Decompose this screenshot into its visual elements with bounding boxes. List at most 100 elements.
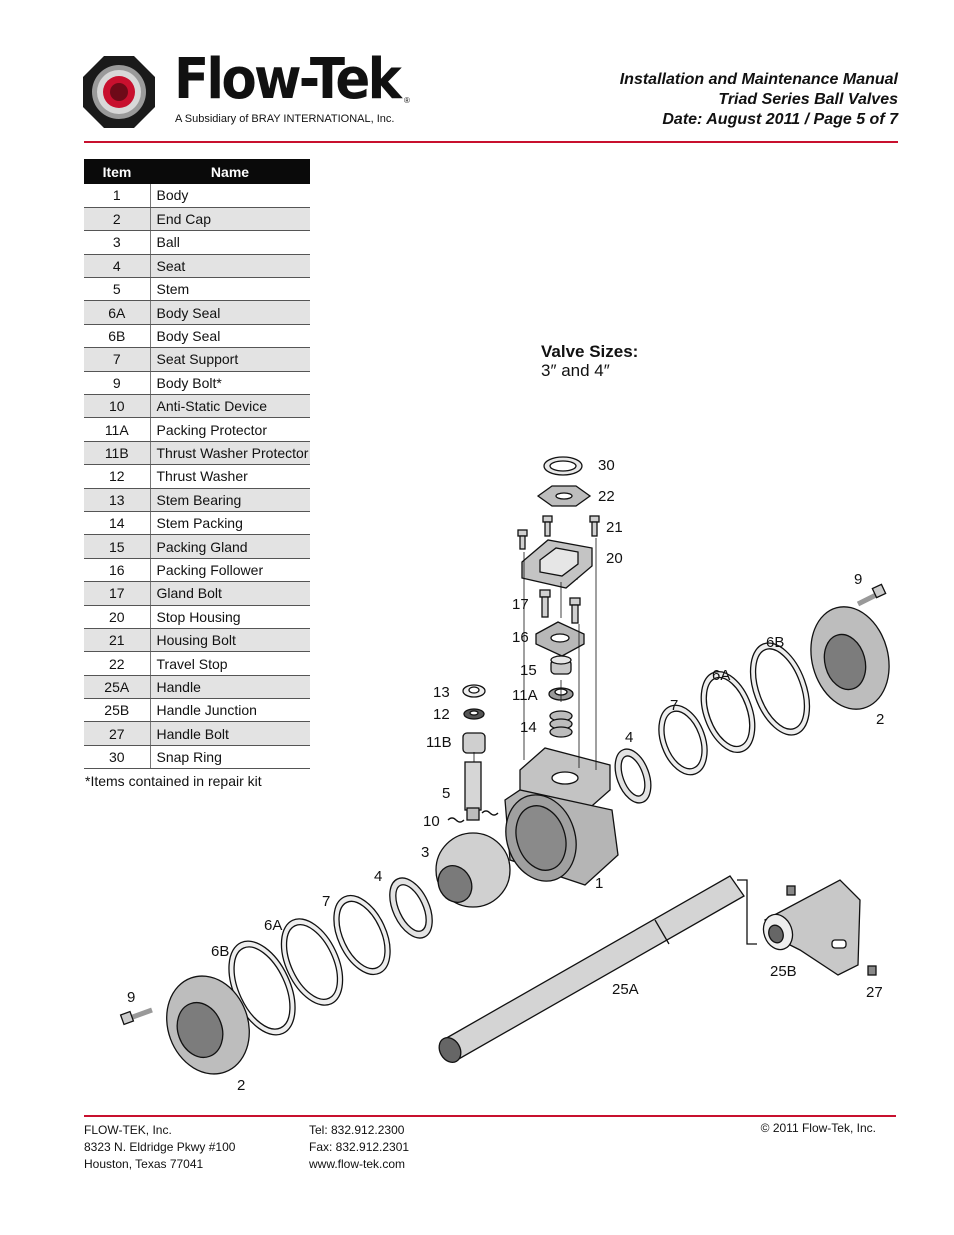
footer-web-link[interactable]: www.flow-tek.com xyxy=(309,1157,406,1171)
item-number-cell: 27 xyxy=(84,721,151,746)
date-page: Date: August 2011 / Page 5 of 7 xyxy=(662,111,898,128)
valve-sizes-value: 3″ and 4″ xyxy=(541,361,610,380)
part-name-cell: Handle Junction xyxy=(150,698,310,723)
footer-company: FLOW-TEK, Inc. xyxy=(84,1123,172,1137)
part-name-cell: End Cap xyxy=(150,207,310,232)
callout-label-2b: 2 xyxy=(237,1077,245,1094)
item-number-cell: 4 xyxy=(84,254,151,279)
item-number-cell: 30 xyxy=(84,745,151,770)
item-number-cell: 7 xyxy=(84,347,151,372)
col-header-name: Name xyxy=(150,159,310,184)
callout-label-25b: 25B xyxy=(770,963,797,980)
callout-label-2a: 2 xyxy=(876,711,884,728)
item-number-cell: 12 xyxy=(84,464,151,489)
callout-label-16: 16 xyxy=(512,629,529,646)
callout-label-13: 13 xyxy=(433,684,450,701)
callout-label-10: 10 xyxy=(423,813,440,830)
callout-label-6ba: 6B xyxy=(766,634,784,651)
part-name-cell: Housing Bolt xyxy=(150,628,310,653)
registered-mark: ® xyxy=(404,96,410,105)
item-number-cell: 22 xyxy=(84,651,151,676)
callout-label-21: 21 xyxy=(606,519,623,536)
series-title: Triad Series Ball Valves xyxy=(718,91,898,108)
document-header: Installation and Maintenance Manual Tria… xyxy=(620,70,898,130)
callout-label-14: 14 xyxy=(520,719,537,736)
part-name-cell: Seat xyxy=(150,254,310,279)
callout-label-5: 5 xyxy=(442,785,450,802)
valve-sizes-title: Valve Sizes: xyxy=(541,342,639,361)
part-name-cell: Body xyxy=(150,184,310,208)
part-name-cell: Stem xyxy=(150,277,310,302)
footer-fax: Fax: 832.912.2301 xyxy=(309,1140,410,1154)
part-name-cell: Thrust Washer Protector xyxy=(150,441,310,466)
part-name-cell: Body Seal xyxy=(150,324,310,349)
item-number-cell: 1 xyxy=(84,184,151,208)
part-name-cell: Stem Bearing xyxy=(150,488,310,512)
part-name-cell: Packing Gland xyxy=(150,534,310,559)
item-number-cell: 3 xyxy=(84,230,151,255)
header-divider xyxy=(84,141,898,143)
brand-subsidiary: A Subsidiary of BRAY INTERNATIONAL, Inc. xyxy=(175,113,395,125)
item-number-cell: 17 xyxy=(84,581,151,606)
end-cap-right-part xyxy=(810,606,890,710)
brand-block: Flow-Tek ® xyxy=(174,52,419,108)
callout-label-6ab: 6A xyxy=(264,917,282,934)
part-name-cell: Packing Protector xyxy=(150,417,310,442)
part-name-cell: Gland Bolt xyxy=(150,581,310,606)
part-name-cell: Body Bolt* xyxy=(150,371,310,396)
item-number-cell: 9 xyxy=(84,371,151,396)
callout-label-15: 15 xyxy=(520,662,537,679)
callout-label-12: 12 xyxy=(433,706,450,723)
stem-part xyxy=(464,761,482,811)
callout-label-6bb: 6B xyxy=(211,943,229,960)
snap-ring-part xyxy=(543,456,583,476)
item-number-cell: 25A xyxy=(84,675,151,700)
valve-body-part xyxy=(504,747,619,886)
callout-label-22: 22 xyxy=(598,488,615,505)
callout-label-11b: 11B xyxy=(426,734,452,751)
item-number-cell: 6B xyxy=(84,324,151,349)
item-number-cell: 14 xyxy=(84,511,151,536)
item-number-cell: 5 xyxy=(84,277,151,302)
end-cap-left-part xyxy=(166,975,250,1075)
callout-label-4a: 4 xyxy=(625,729,633,746)
footer-address: FLOW-TEK, Inc. 8323 N. Eldridge Pkwy #10… xyxy=(84,1122,235,1173)
callout-label-7b: 7 xyxy=(322,893,330,910)
part-name-cell: Body Seal xyxy=(150,300,310,325)
item-number-cell: 25B xyxy=(84,698,151,723)
brand-name: Flow-Tek xyxy=(174,47,402,112)
callout-label-7a: 7 xyxy=(670,697,678,714)
part-name-cell: Packing Follower xyxy=(150,558,310,583)
flowtek-logo-icon xyxy=(83,56,155,128)
handle-junction-part xyxy=(762,879,861,976)
footer-tel: Tel: 832.912.2300 xyxy=(309,1123,405,1137)
item-number-cell: 20 xyxy=(84,605,151,629)
part-name-cell: Travel Stop xyxy=(150,651,310,676)
item-number-cell: 11A xyxy=(84,417,151,442)
item-number-cell: 13 xyxy=(84,488,151,512)
callout-label-3: 3 xyxy=(421,844,429,861)
repair-kit-note: *Items contained in repair kit xyxy=(85,773,262,789)
